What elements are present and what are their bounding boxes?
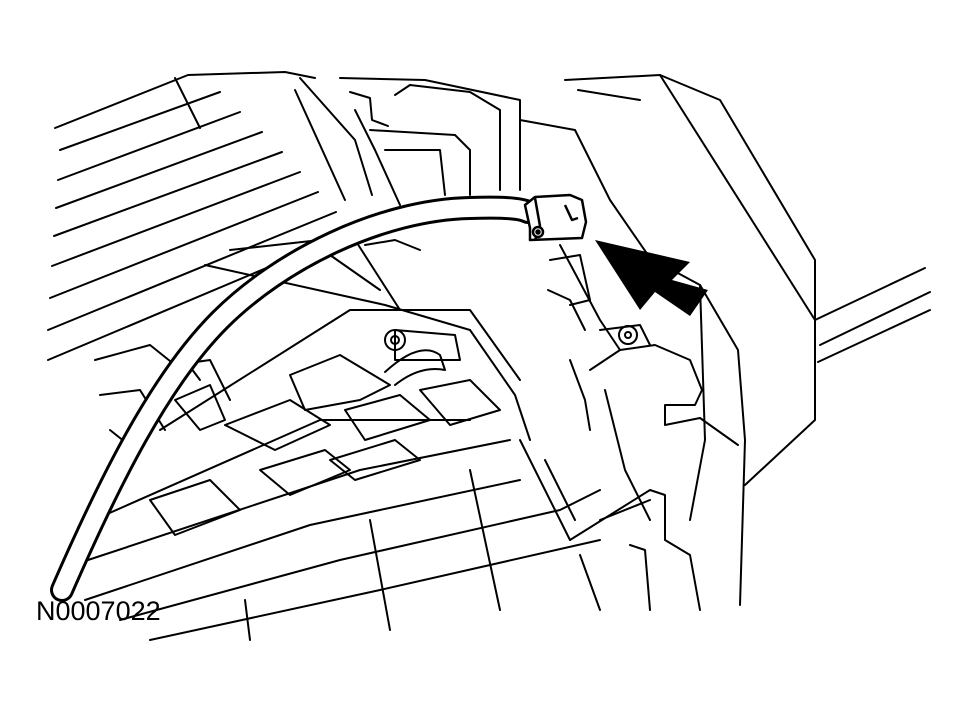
figure-id-label: N0007022 [36, 596, 161, 626]
bracket-housing [339, 77, 521, 206]
cable [50, 195, 540, 602]
arrow-icon [595, 240, 708, 316]
cable-clip [523, 193, 588, 242]
lower-bracket [519, 439, 701, 611]
right-frame [519, 74, 931, 606]
lower-grille [84, 231, 601, 641]
